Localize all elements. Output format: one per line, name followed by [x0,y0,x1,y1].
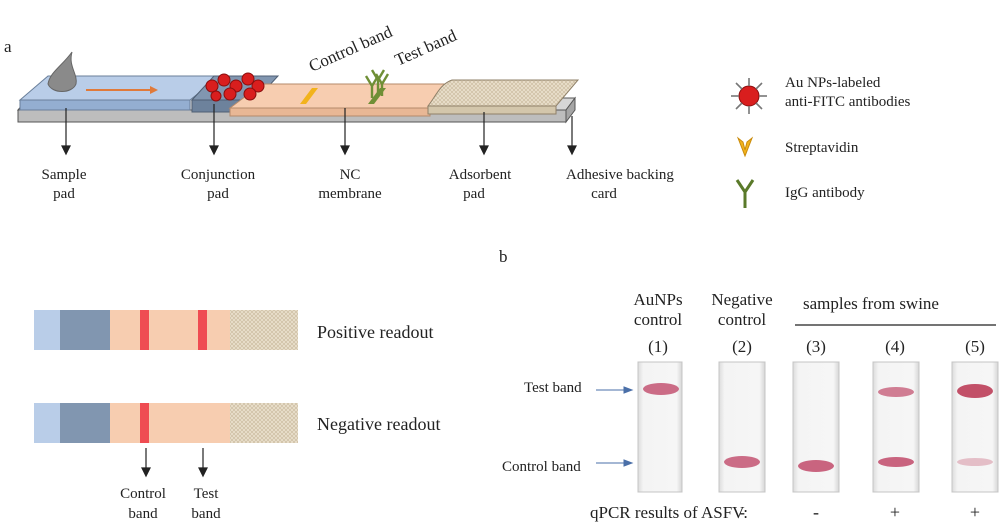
qpcr-col4: + [890,502,900,522]
igg-antibody-icon [735,179,755,208]
streptavidin-icon [736,136,754,158]
part-pointer-arrows [61,104,577,156]
test-band-row-arrow [596,386,634,394]
backing-card-label-1: Adhesive backing [566,167,674,183]
col1-index: (1) [648,337,668,356]
col2-index: (2) [732,337,752,356]
backing-card-label-2: card [591,186,617,202]
adsorbent-pad-label-2: pad [463,186,485,202]
col4-index: (4) [885,337,905,356]
qpcr-col5: + [970,502,980,522]
panel-a-label: a [4,37,12,56]
positive-readout-label: Positive readout [317,322,433,342]
nc-membrane-label-1: NC [340,167,361,183]
test-band-bottom-label-1: Test [194,486,220,502]
test-band-top-label: Test band [392,26,460,70]
gold-nanoparticle-icon [731,78,767,114]
conjunction-pad-label-1: Conjunction [181,167,256,183]
col3-index: (3) [806,337,826,356]
control-band-bottom-label-1: Control [120,486,166,502]
col5-index: (5) [965,337,985,356]
control-band-top-label: Control band [306,22,396,76]
legend: Au NPs-labeled anti-FITC antibodies Stre… [731,75,911,208]
band-pointer-arrows [141,448,208,478]
negative-readout-label: Negative readout [317,414,440,434]
strip-photo-1 [637,361,683,493]
sample-pad-label-1: Sample [42,167,87,183]
qpcr-label: qPCR results of ASFV: [590,503,748,522]
test-band-row-label: Test band [524,380,582,396]
igg-antibodies-on-test-line [364,69,390,98]
legend-streptavidin: Streptavidin [785,140,859,156]
gold-nanoparticles-on-conjugate-pad [205,72,265,102]
strip-photo-3 [792,361,840,493]
legend-igg-antibody: IgG antibody [785,185,865,201]
qpcr-col2: - [739,502,745,522]
panel-b-label: b [499,247,508,266]
strip-photo-2 [718,361,766,493]
sample-drop-icon [47,51,77,92]
col2-name-2: control [718,310,766,329]
samples-from-swine-header: samples from swine [803,294,939,313]
control-band-row-arrow [596,459,634,467]
strip-photo-5 [951,361,999,493]
legend-au-nps-line-1: Au NPs-labeled [785,75,881,91]
conjunction-pad-label-2: pad [207,186,229,202]
test-band-bottom-label-2: band [191,506,221,522]
qpcr-col3: - [813,502,819,522]
col2-name-1: Negative [711,290,772,309]
adsorbent-pad-label-1: Adsorbent [449,167,512,183]
col1-name-2: control [634,310,682,329]
sample-pad-label-2: pad [53,186,75,202]
lateral-flow-strip-3d [16,51,580,124]
nc-membrane-label-2: membrane [318,186,382,202]
negative-readout-strip [34,403,298,443]
positive-readout-strip [34,310,298,350]
col1-name-1: AuNPs [633,290,682,309]
control-band-row-label: Control band [502,459,581,475]
strip-photo-4 [872,361,920,493]
control-band-bottom-label-2: band [128,506,158,522]
legend-au-nps-line-2: anti-FITC antibodies [785,94,911,110]
